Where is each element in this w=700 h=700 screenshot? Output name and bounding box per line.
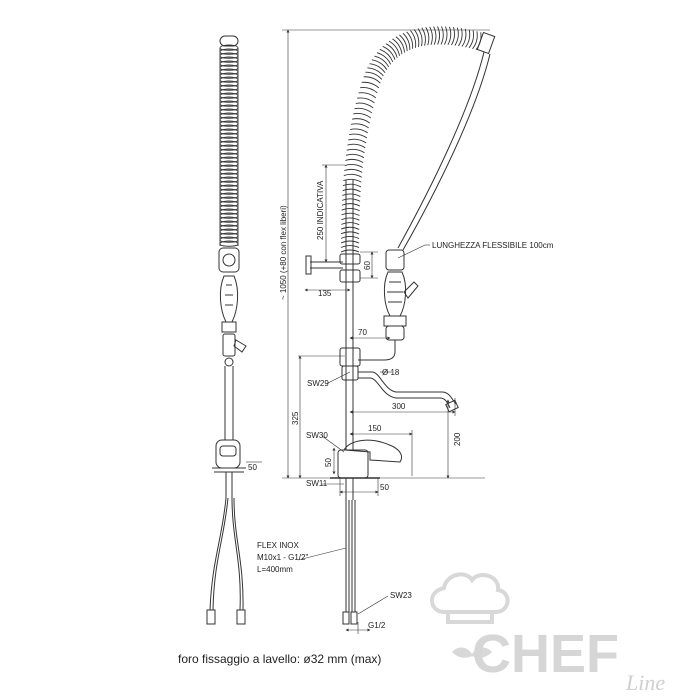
g12-label: G1/2 <box>368 621 386 630</box>
flex-fitting-a <box>342 611 350 625</box>
spray-gun-head <box>385 249 405 271</box>
sw11-label: SW11 <box>306 479 328 488</box>
spray-gun-grip <box>383 271 407 317</box>
swivel-spout <box>358 371 457 405</box>
coil-top-clip <box>476 31 496 55</box>
spout-aerator <box>445 399 459 413</box>
chef-hat-icon <box>430 572 510 614</box>
mixer-lever <box>343 439 403 463</box>
side-upper-joint <box>218 247 240 273</box>
logo-brand: CHEF <box>472 624 619 684</box>
column-collar-mid <box>339 347 361 367</box>
side-gun-nozzle <box>221 321 237 333</box>
mounting-caption: foro fissaggio a lavello: ø32 mm (max) <box>178 652 382 666</box>
lever-height-dim: 50 <box>324 458 333 467</box>
side-flex-hose-a <box>209 497 227 611</box>
front-spring-coil <box>340 26 482 253</box>
wall-bracket <box>305 255 312 275</box>
side-joint-ring <box>222 253 236 267</box>
side-spring-coil <box>219 44 239 247</box>
chefline-logo: CHEF Line <box>430 572 665 695</box>
sw30-label: SW30 <box>306 431 328 440</box>
side-hose-fitting-a <box>206 609 216 625</box>
flex-label-line2: M10x1 - G1/2" <box>257 553 308 562</box>
return-hose <box>397 51 485 249</box>
side-spray-gun <box>219 275 239 323</box>
spout-offset-dim: 70 <box>358 328 367 337</box>
spray-gun-trigger <box>403 281 419 299</box>
spray-gun-nozzle <box>383 315 407 327</box>
base-width-dim: 50 <box>380 483 389 492</box>
hose-height-dim: 250 INDICATIVA <box>316 180 325 240</box>
bracket-offset-dim: 135 <box>318 289 332 298</box>
flex-label-line1: FLEX INOX <box>257 541 299 550</box>
side-flex-hose-b <box>231 497 241 611</box>
front-view <box>305 26 496 625</box>
side-gun-lever <box>233 339 247 353</box>
side-base-dim: 50 <box>248 463 257 472</box>
flex-label-line3: L=400mm <box>257 565 293 574</box>
dimension-lines <box>282 29 490 634</box>
total-height-dim: ~ 1050 (+80 con flex liberi) <box>279 205 288 300</box>
mixer-width-dim: 150 <box>368 424 382 433</box>
side-top-cap <box>219 35 239 47</box>
column-collar-upper <box>339 253 361 265</box>
bracket-height-dim: 60 <box>363 261 372 270</box>
spout-reach-dim: 300 <box>392 402 406 411</box>
sw23-label: SW23 <box>390 591 412 600</box>
spout-height-dim: 200 <box>453 432 462 446</box>
side-hose-fitting-b <box>236 609 246 625</box>
logo-sub: Line <box>625 670 665 695</box>
column-collar-lower <box>339 269 361 283</box>
sw29-label: SW29 <box>307 379 329 388</box>
base-to-spout-dim: 325 <box>291 411 300 425</box>
flex-fitting-b <box>350 611 358 625</box>
spout-diameter-dim: Ø 18 <box>382 368 400 377</box>
hose-length-label: LUNGHEZZA FLESSIBILE 100cm <box>432 241 554 250</box>
side-view <box>206 35 262 625</box>
mixer-body <box>337 449 369 479</box>
mustache-icon <box>452 647 492 658</box>
